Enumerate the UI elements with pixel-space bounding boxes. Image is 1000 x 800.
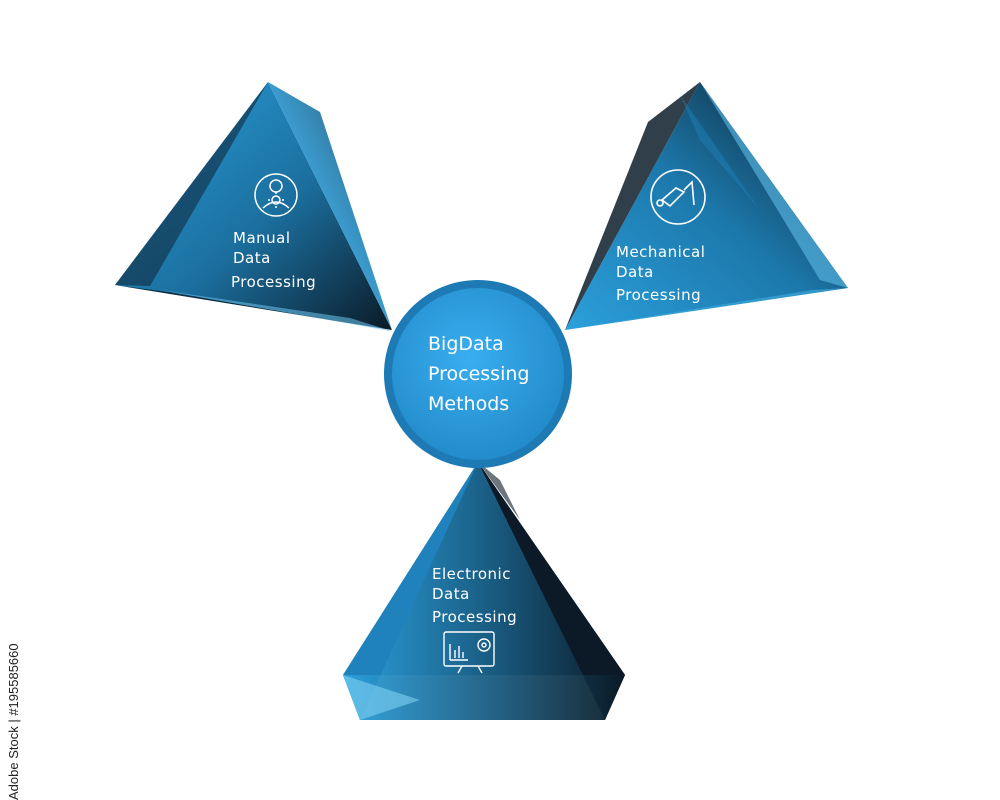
hub-title-line-3: Methods <box>428 393 509 415</box>
mechanical-label-line-2: Data <box>616 263 654 281</box>
hub-title-line-1: BigData <box>428 333 504 355</box>
electronic-label-line-1: Electronic <box>432 565 511 583</box>
mechanical-arm-icon <box>650 169 706 225</box>
mechanical-label-line-3: Processing <box>616 286 701 304</box>
watermark-text: Adobe Stock | #195585660 <box>6 643 21 800</box>
manual-processing-prism <box>115 82 395 332</box>
mechanical-processing-prism <box>565 82 848 330</box>
computer-chart-gear-icon <box>443 631 495 674</box>
person-gear-icon <box>254 173 298 217</box>
watermark: Adobe Stock | #195585660 <box>2 560 22 800</box>
manual-label-line-1: Manual <box>233 229 291 247</box>
manual-label-line-3: Processing <box>231 273 316 291</box>
manual-label-line-2: Data <box>233 249 271 267</box>
mechanical-label-line-1: Mechanical <box>616 243 705 261</box>
electronic-label-line-2: Data <box>432 585 470 603</box>
electronic-label-line-3: Processing <box>432 608 517 626</box>
hub-title-line-2: Processing <box>428 363 529 385</box>
hub-circle: BigData Processing Methods <box>384 280 572 468</box>
electronic-processing-prism <box>343 462 625 720</box>
